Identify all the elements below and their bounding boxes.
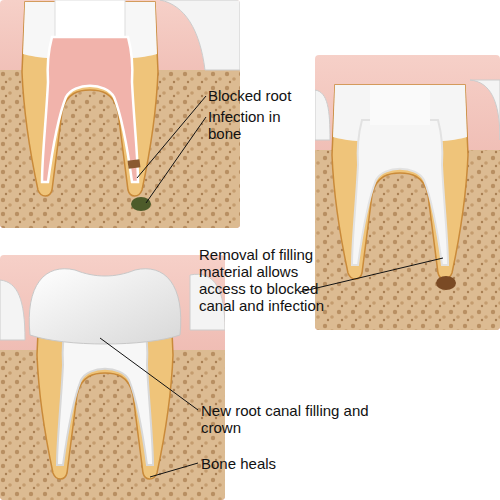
callout-label: Removal of filling material allows acces… (199, 246, 344, 314)
leader-line (150, 463, 198, 477)
blockage (128, 159, 141, 169)
gum (315, 55, 500, 330)
infection (436, 276, 456, 290)
leader-line (146, 117, 206, 203)
panel-retreatment (315, 55, 500, 330)
gum (0, 255, 225, 500)
panel-blocked-root (0, 0, 240, 228)
tooth (29, 269, 181, 479)
pulp (42, 37, 138, 182)
neighbor-tooth (0, 280, 25, 340)
tooth (22, 0, 158, 196)
leader-line (100, 338, 198, 410)
access-opening (370, 85, 430, 125)
callout-label: Bone heals (201, 455, 321, 472)
callout-label: New root canal filling and crown (201, 402, 401, 436)
infection (131, 197, 151, 211)
panel-healed (0, 255, 225, 500)
callout-label: Blocked root (208, 87, 328, 104)
leader-line (300, 258, 443, 292)
tooth (332, 85, 468, 279)
temporary-filling (55, 0, 125, 40)
neighbor-tooth (470, 80, 500, 140)
crown (29, 269, 181, 344)
emptied-canals (352, 120, 448, 265)
neighbor-tooth (160, 0, 240, 70)
callout-label: Infection in bone (208, 108, 303, 142)
neighbor-tooth (315, 90, 330, 140)
tooth-dentin (332, 85, 468, 279)
leader-lines (100, 96, 443, 477)
